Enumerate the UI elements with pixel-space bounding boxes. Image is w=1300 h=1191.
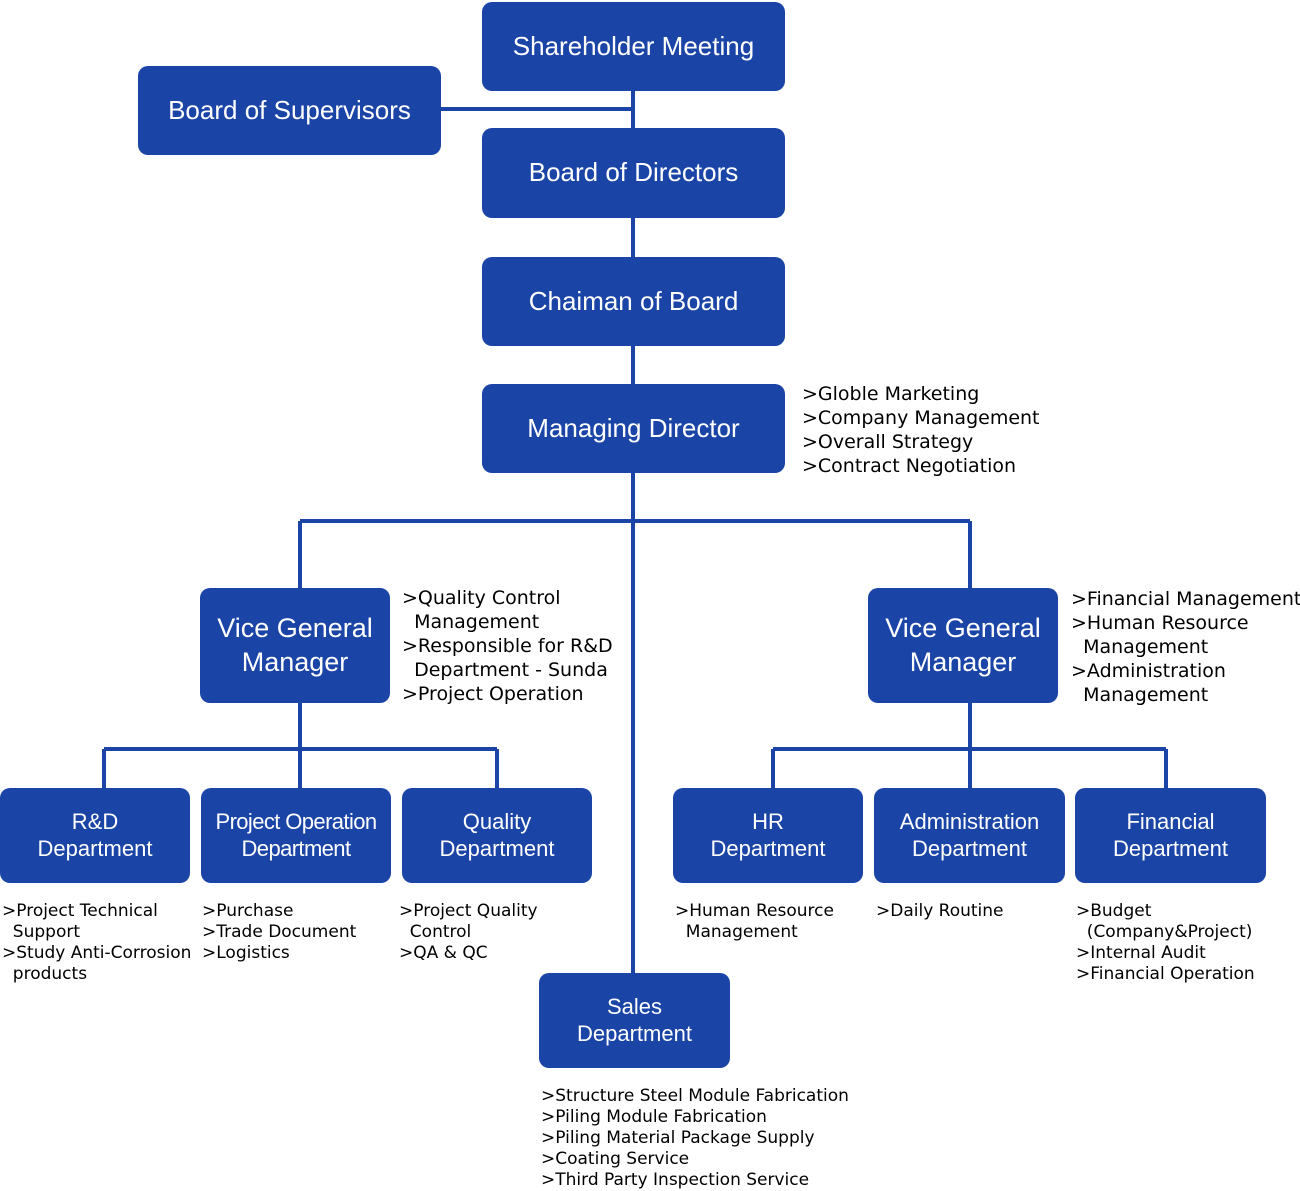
managing-director-notes: >Globle Marketing >Company Management >O… — [802, 382, 1040, 478]
note-item: >Coating Service — [541, 1149, 690, 1169]
rd-department-box: R&D Department — [0, 788, 190, 883]
note-item: >Company Management — [802, 407, 1040, 429]
note-item: >Project Technical — [2, 901, 158, 921]
note-item: >Human Resource — [1071, 612, 1249, 634]
managing-director-box: Managing Director — [482, 384, 785, 473]
board-of-supervisors-box: Board of Supervisors — [138, 66, 441, 155]
note-item: >Purchase — [202, 901, 294, 921]
shareholder-meeting-box: Shareholder Meeting — [482, 2, 785, 91]
note-item: Management — [1071, 636, 1209, 658]
note-item: >Financial Operation — [1076, 964, 1255, 984]
project-operation-notes: >Purchase >Trade Document >Logistics — [202, 901, 356, 964]
note-item: Management — [1071, 684, 1209, 706]
note-item: >Project Quality — [399, 901, 538, 921]
note-item: (Company&Project) — [1076, 922, 1253, 942]
note-item: Management — [675, 922, 798, 942]
note-item: Control — [399, 922, 472, 942]
financial-department-box: Financial Department — [1075, 788, 1266, 883]
note-item: >Administration — [1071, 660, 1226, 682]
hr-department-box: HR Department — [673, 788, 863, 883]
quality-department-notes: >Project Quality Control >QA & QC — [399, 901, 538, 964]
note-item: Department - Sunda — [402, 659, 608, 681]
administration-department-notes: >Daily Routine — [876, 901, 1004, 922]
note-item: >Globle Marketing — [802, 383, 980, 405]
note-item: Management — [402, 611, 540, 633]
board-of-directors-box: Board of Directors — [482, 128, 785, 218]
note-item: products — [2, 964, 88, 984]
financial-department-notes: >Budget (Company&Project) >Internal Audi… — [1076, 901, 1255, 985]
note-item: >Overall Strategy — [802, 431, 974, 453]
chairman-of-board-box: Chaiman of Board — [482, 257, 785, 346]
note-item: >Piling Material Package Supply — [541, 1128, 815, 1148]
note-item: >Trade Document — [202, 922, 357, 942]
note-item: >Piling Module Fabrication — [541, 1107, 767, 1127]
project-operation-department-box: Project Operation Department — [201, 788, 391, 883]
note-item: >Quality Control — [402, 587, 561, 609]
rd-department-notes: >Project Technical Support >Study Anti-C… — [2, 901, 191, 985]
note-item: >QA & QC — [399, 943, 488, 963]
note-item: >Logistics — [202, 943, 290, 963]
note-item: >Daily Routine — [876, 901, 1004, 921]
sales-department-notes: >Structure Steel Module Fabrication >Pil… — [541, 1086, 849, 1191]
administration-department-box: Administration Department — [874, 788, 1065, 883]
note-item: >Financial Management — [1071, 588, 1300, 610]
note-item: >Structure Steel Module Fabrication — [541, 1086, 849, 1106]
note-item: >Budget — [1076, 901, 1152, 921]
note-item: >Internal Audit — [1076, 943, 1206, 963]
sales-department-box: Sales Department — [539, 973, 730, 1068]
note-item: >Third Party Inspection Service — [541, 1170, 810, 1190]
vgm-left-notes: >Quality Control Management >Responsible… — [402, 586, 613, 706]
note-item: >Study Anti-Corrosion — [2, 943, 192, 963]
note-item: >Contract Negotiation — [802, 455, 1017, 477]
hr-department-notes: >Human Resource Management — [675, 901, 834, 943]
note-item: >Project Operation — [402, 683, 584, 705]
note-item: Support — [2, 922, 81, 942]
quality-department-box: Quality Department — [402, 788, 592, 883]
note-item: >Human Resource — [675, 901, 834, 921]
vgm-right-notes: >Financial Management >Human Resource Ma… — [1071, 587, 1300, 707]
vice-general-manager-left-box: Vice General Manager — [200, 588, 390, 703]
vice-general-manager-right-box: Vice General Manager — [868, 588, 1058, 703]
note-item: >Responsible for R&D — [402, 635, 613, 657]
